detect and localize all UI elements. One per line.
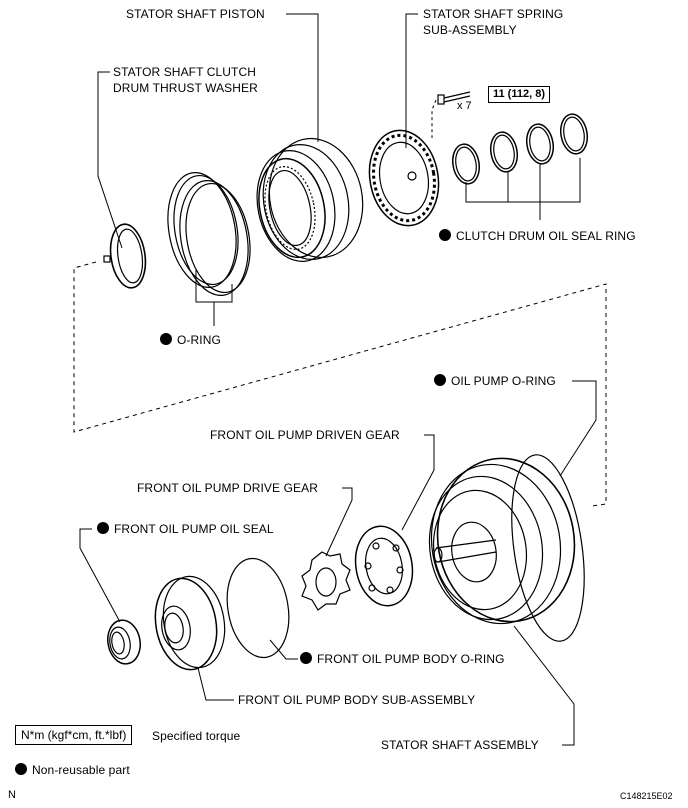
label-stator-shaft-piston: STATOR SHAFT PISTON: [126, 7, 265, 21]
figure-code: C148215E02: [620, 791, 673, 801]
label-stator-shaft-spring-line2: SUB-ASSEMBLY: [423, 23, 517, 37]
front-oil-pump-body-o-ring-part: [226, 557, 290, 659]
label-clutch-drum-oil-seal-ring: CLUTCH DRUM OIL SEAL RING: [439, 229, 636, 244]
label-oil-pump-o-ring: OIL PUMP O-RING: [434, 374, 556, 389]
legend-torque-unit-box: N*m (kgf*cm, ft.*lbf): [15, 725, 133, 745]
clutch-drum-oil-seal-ring-part: [451, 113, 589, 185]
front-oil-pump-driven-gear-part: [354, 525, 414, 607]
thrust-washer-part: [103, 223, 147, 289]
torque-spec-box: 11 (112, 8): [488, 86, 550, 103]
label-text: OIL PUMP O-RING: [451, 374, 556, 388]
label-front-oil-pump-oil-seal: FRONT OIL PUMP OIL SEAL: [97, 522, 274, 537]
non-reusable-dot-icon: [434, 374, 446, 386]
corner-letter: N: [8, 789, 16, 801]
label-text: FRONT OIL PUMP BODY O-RING: [317, 652, 505, 666]
non-reusable-dot-icon: [15, 763, 27, 775]
label-front-oil-pump-drive-gear: FRONT OIL PUMP DRIVE GEAR: [137, 481, 318, 495]
alignment-frame: [73, 261, 607, 507]
stator-shaft-piston-part: [256, 137, 364, 262]
label-stator-shaft-assembly: STATOR SHAFT ASSEMBLY: [381, 738, 539, 752]
label-thrust-washer-line1: STATOR SHAFT CLUTCH: [113, 65, 257, 79]
legend-torque-text: Specified torque: [152, 729, 241, 743]
front-oil-pump-drive-gear-part: [301, 551, 351, 611]
non-reusable-dot-icon: [439, 229, 451, 241]
front-oil-pump-oil-seal-part: [107, 619, 141, 665]
label-stator-shaft-spring-line1: STATOR SHAFT SPRING: [423, 7, 564, 21]
legend-text: Non-reusable part: [32, 763, 130, 777]
label-front-oil-pump-driven-gear: FRONT OIL PUMP DRIVEN GEAR: [210, 428, 400, 442]
non-reusable-dot-icon: [300, 652, 312, 664]
label-text: CLUTCH DRUM OIL SEAL RING: [456, 229, 636, 243]
label-front-oil-pump-body-sub-assembly: FRONT OIL PUMP BODY SUB-ASSEMBLY: [238, 693, 476, 707]
legend-non-reusable: Non-reusable part: [15, 763, 130, 778]
stator-shaft-spring-part: [368, 129, 440, 227]
label-thrust-washer-line2: DRUM THRUST WASHER: [113, 81, 258, 95]
oil-pump-o-ring-part: [511, 454, 585, 642]
label-front-oil-pump-body-o-ring: FRONT OIL PUMP BODY O-RING: [300, 652, 505, 667]
stator-shaft-assembly-part: [428, 457, 576, 625]
bolt-count: x 7: [457, 100, 472, 112]
front-oil-pump-body-part: [154, 575, 226, 671]
label-text: O-RING: [177, 333, 221, 347]
label-text: FRONT OIL PUMP OIL SEAL: [114, 522, 274, 536]
non-reusable-dot-icon: [97, 522, 109, 534]
leader-lines: [79, 13, 597, 746]
non-reusable-dot-icon: [160, 333, 172, 345]
o-ring-part: [167, 171, 251, 297]
label-o-ring: O-RING: [160, 333, 221, 348]
bolt-part: [437, 91, 471, 105]
